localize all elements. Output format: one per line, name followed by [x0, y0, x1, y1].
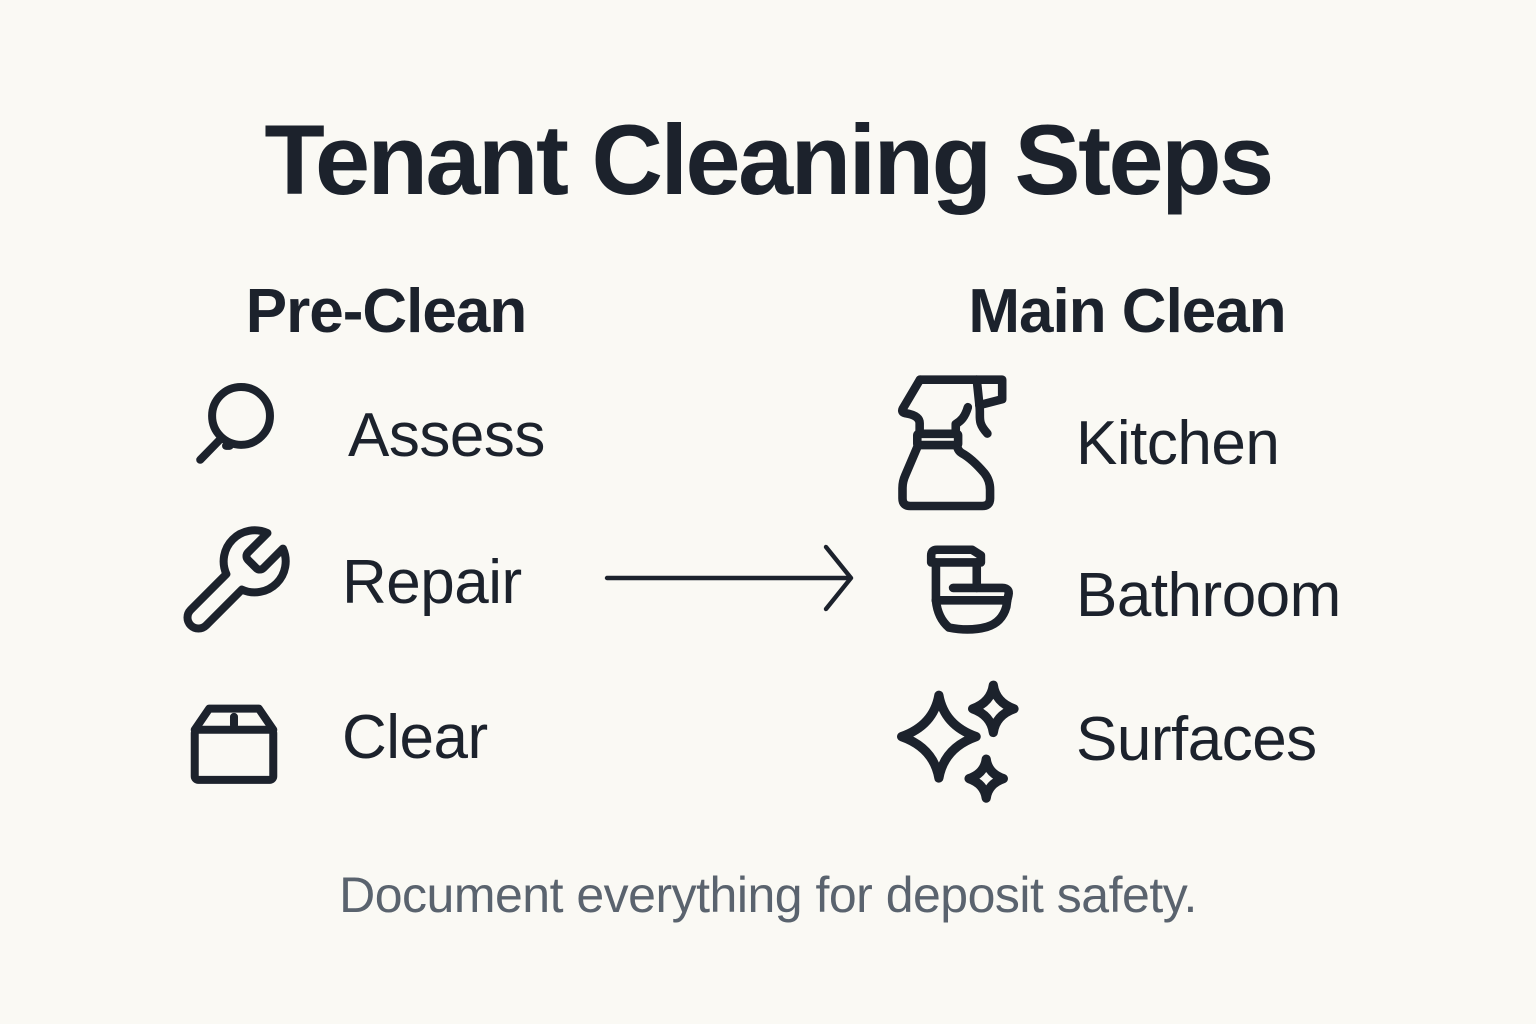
step-row-repair: Repair	[172, 507, 522, 657]
flow-arrow-icon	[604, 544, 854, 612]
page-title: Tenant Cleaning Steps	[264, 104, 1274, 215]
spray-bottle-icon	[888, 372, 1030, 514]
column-header-main-clean: Main Clean	[968, 277, 1286, 346]
step-label: Bathroom	[1076, 560, 1341, 630]
step-label: Clear	[342, 702, 488, 772]
step-row-bathroom: Bathroom	[888, 520, 1341, 670]
box-icon	[172, 675, 296, 799]
step-row-assess: Assess	[178, 360, 545, 510]
step-row-kitchen: Kitchen	[888, 368, 1280, 518]
magnifier-icon	[178, 373, 302, 497]
step-label: Repair	[342, 547, 522, 617]
step-label: Assess	[348, 400, 545, 470]
footer-note: Document everything for deposit safety.	[339, 867, 1197, 923]
step-row-clear: Clear	[172, 662, 488, 812]
sparkles-icon	[888, 668, 1030, 810]
wrench-icon	[172, 520, 296, 644]
step-label: Kitchen	[1076, 408, 1280, 478]
toilet-icon	[888, 524, 1030, 666]
step-row-surfaces: Surfaces	[888, 664, 1317, 814]
step-label: Surfaces	[1076, 704, 1317, 774]
column-header-pre-clean: Pre-Clean	[245, 277, 527, 346]
